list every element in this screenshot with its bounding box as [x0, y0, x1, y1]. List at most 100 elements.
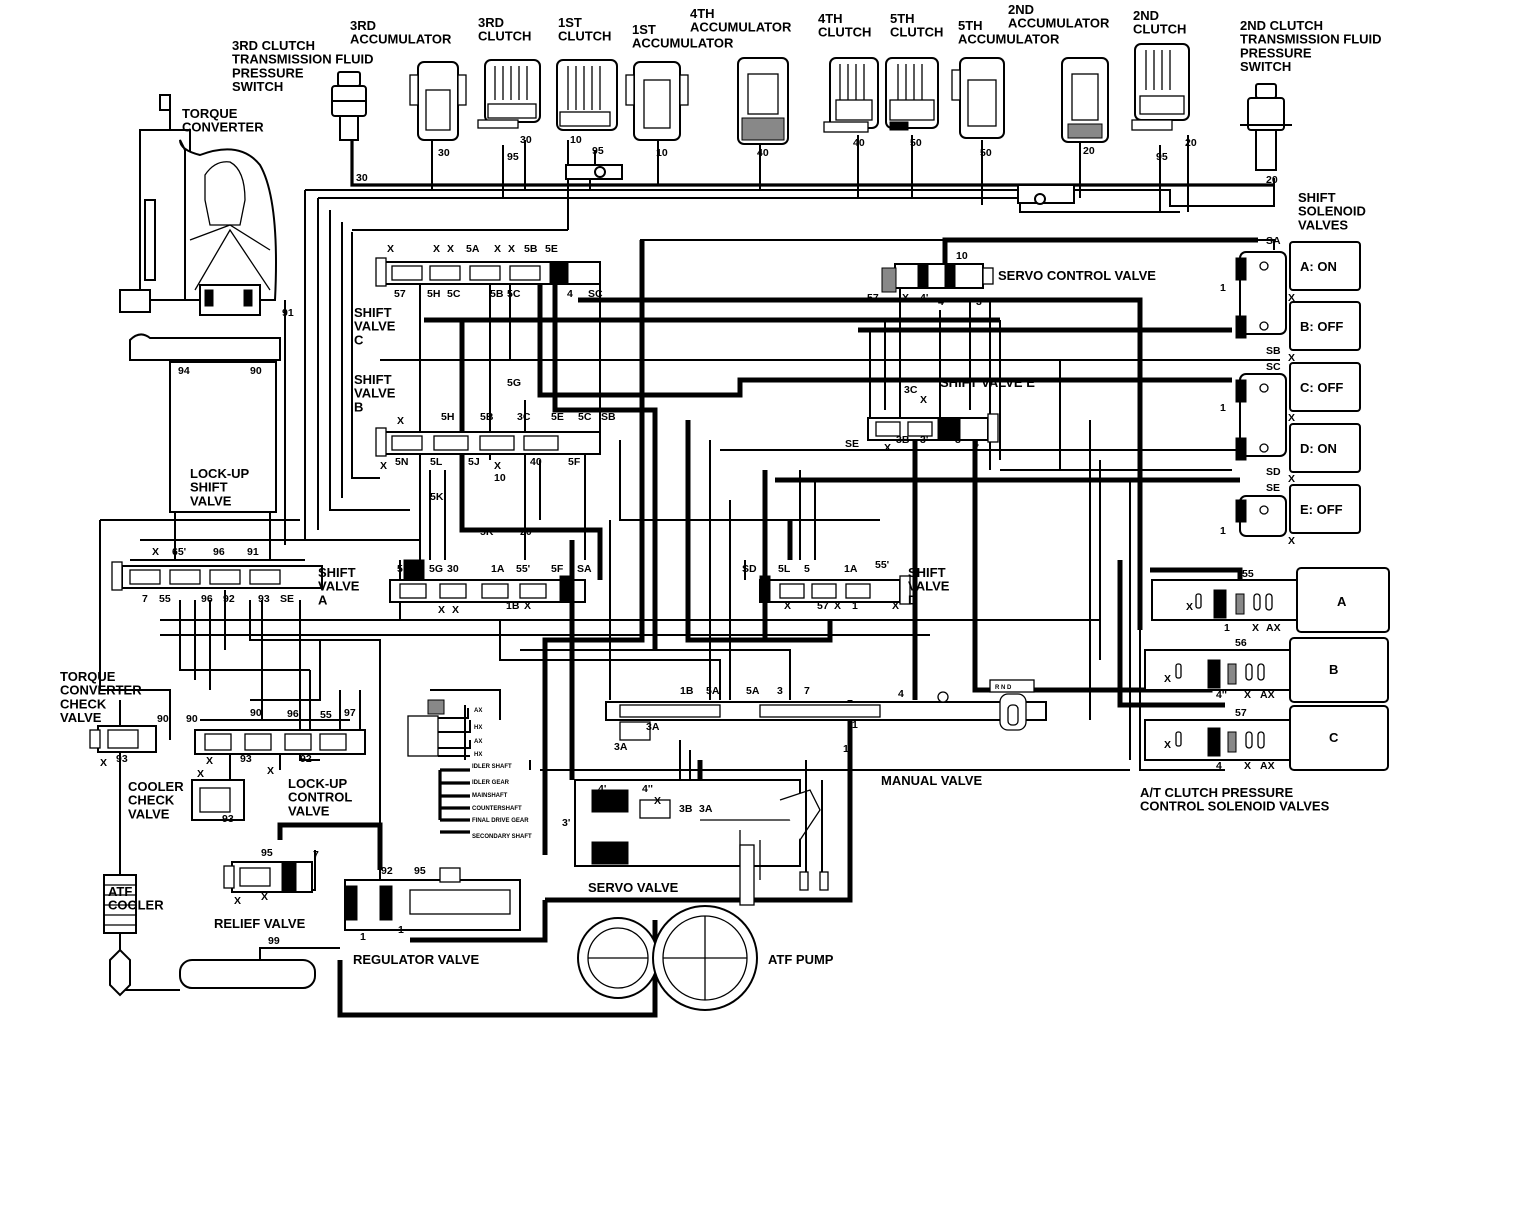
- port-label: 5B: [524, 243, 538, 255]
- port-label: X: [206, 755, 213, 767]
- first-accumulator: [625, 61, 689, 141]
- svg-text:HX: HX: [474, 725, 482, 731]
- port-label: 5B: [480, 411, 494, 423]
- label-manual-valve: MANUAL VALVE: [881, 773, 982, 788]
- port-label: 40: [530, 456, 542, 468]
- port-label: 3B: [896, 434, 910, 446]
- port-label: 20: [520, 526, 532, 538]
- port-label: X: [234, 895, 241, 907]
- label-relief-valve: RELIEF VALVE: [214, 916, 306, 931]
- port-label: 10: [494, 472, 506, 484]
- port-label: 90: [186, 713, 198, 725]
- shift-solenoid-b: B: OFF: [1289, 301, 1361, 351]
- port-label: 55: [159, 593, 171, 605]
- port-label: 1B: [506, 600, 520, 612]
- port-label: 93: [116, 753, 128, 765]
- port-label: X: [1288, 292, 1295, 304]
- shaft-label-final-drive: FINAL DRIVE GEAR: [472, 818, 529, 824]
- port-label: X: [397, 415, 404, 427]
- port-label: X: [387, 243, 394, 255]
- port-label: 3A: [614, 741, 628, 753]
- port-label: SE: [845, 438, 859, 450]
- pressure-solenoid-a: A: [1151, 567, 1390, 633]
- shift-solenoid-b-label: B: OFF: [1300, 319, 1343, 334]
- atf-pump: [577, 905, 758, 1011]
- port-label: X: [447, 243, 454, 255]
- port-label: 5L: [778, 563, 791, 575]
- shift-valve-c-body: [375, 257, 601, 287]
- port-label: 5C: [578, 411, 592, 423]
- pressure-solenoid-a-label: A: [1337, 594, 1347, 609]
- manual-valve-body: R N D: [605, 679, 1047, 741]
- port-label: 95: [1156, 151, 1168, 163]
- label-servo-control-valve: SERVO CONTROL VALVE: [998, 268, 1156, 283]
- port-label: 57: [1235, 707, 1247, 719]
- port-label: 4: [1216, 760, 1222, 772]
- shaft-label-countershaft: COUNTERSHAFT: [472, 806, 522, 812]
- shift-valve-e-body: [867, 413, 999, 443]
- port-label: X: [1244, 760, 1251, 772]
- port-label: 5A: [466, 243, 480, 255]
- third-accumulator: [409, 61, 467, 141]
- shift-solenoid-c: C: OFF: [1289, 362, 1361, 412]
- port-label: 10: [656, 147, 668, 159]
- svg-text:HX: HX: [474, 752, 482, 758]
- port-label: 5A: [706, 685, 720, 697]
- port-label: 4: [973, 438, 979, 450]
- port-label: 4': [598, 783, 606, 795]
- port-label: 92: [300, 753, 312, 765]
- shaft-label-idler-gear: IDLER GEAR: [472, 780, 510, 786]
- top-components: [331, 43, 1292, 205]
- torque-converter: [119, 94, 281, 361]
- port-label: 90: [157, 713, 169, 725]
- port-label: 5C: [447, 288, 461, 300]
- port-label: 91: [247, 546, 259, 558]
- port-label: X: [267, 765, 274, 777]
- port-label: 95: [592, 145, 604, 157]
- svg-text:R N D: R N D: [995, 685, 1012, 691]
- port-label: SE: [280, 593, 294, 605]
- port-label: 1B: [680, 685, 694, 697]
- port-label: X: [1288, 352, 1295, 364]
- shift-solenoid-housing: [1235, 251, 1287, 537]
- port-label: 1A: [491, 563, 505, 575]
- third-clutch-pressure-switch: [331, 71, 367, 141]
- port-label: SB: [1266, 345, 1281, 357]
- port-label: 3C: [904, 384, 918, 396]
- shift-solenoid-e-label: E: OFF: [1300, 502, 1343, 517]
- shaft-label-mainshaft: MAINSHAFT: [472, 793, 508, 799]
- port-label: 30: [356, 172, 368, 184]
- port-label: 5: [804, 563, 810, 575]
- port-label: 95: [414, 865, 426, 877]
- port-label: 3: [955, 434, 961, 446]
- port-label: 3': [920, 434, 928, 446]
- port-label: 91: [282, 307, 294, 319]
- port-label: 65': [172, 546, 186, 558]
- port-label: 5N: [395, 456, 408, 468]
- port-label: 5G: [429, 563, 443, 575]
- port-label: X: [1288, 412, 1295, 424]
- port-label: 1: [1220, 402, 1226, 414]
- port-label: X: [1164, 739, 1171, 751]
- shift-solenoid-c-label: C: OFF: [1300, 380, 1343, 395]
- port-label: 94: [178, 365, 190, 377]
- port-label: SC: [588, 288, 603, 300]
- port-label: X: [1288, 473, 1295, 485]
- atf-filter: [109, 947, 340, 997]
- servo-control-valve-body: [881, 263, 994, 293]
- port-label: 1: [1220, 525, 1226, 537]
- port-label: X: [784, 600, 791, 612]
- port-label: 5F: [551, 563, 564, 575]
- port-label: X: [884, 442, 891, 454]
- port-label: 50: [910, 137, 922, 149]
